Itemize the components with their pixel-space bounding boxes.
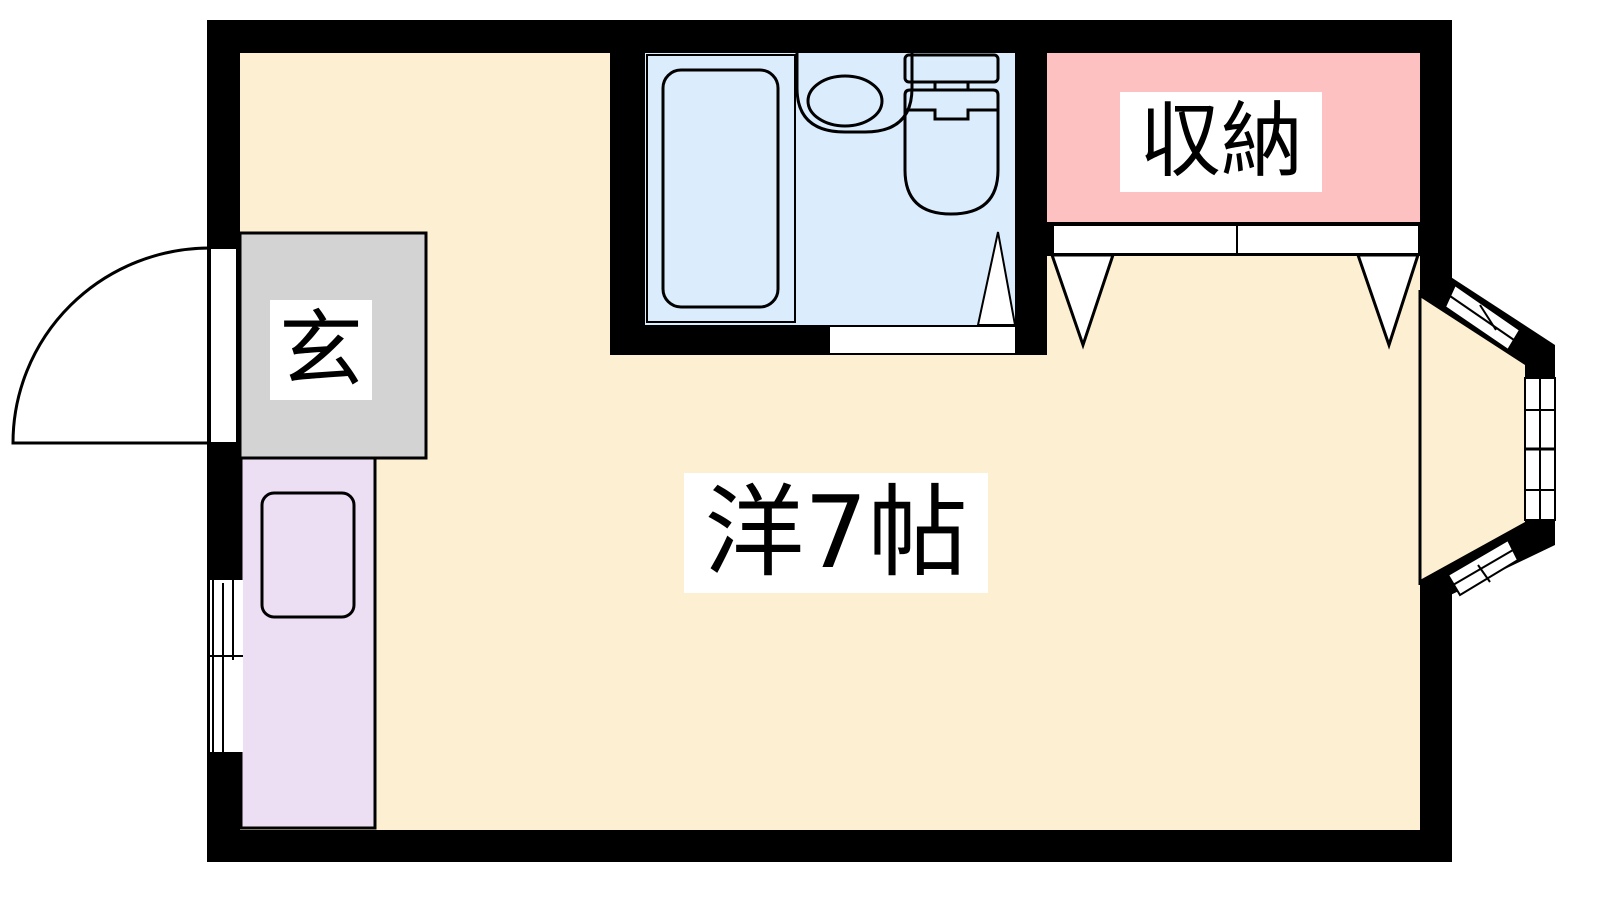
bathtub-inner (661, 68, 780, 309)
kitchen (239, 456, 377, 830)
washbasin-bowl (806, 74, 884, 128)
closet-label: 収納 (1120, 92, 1322, 192)
washbasin (795, 53, 914, 134)
entrance-door (11, 246, 238, 445)
bathroom (610, 53, 1047, 355)
entrance-label: 玄 (270, 300, 372, 400)
kitchen-sink (260, 491, 356, 619)
toilet-tank (903, 53, 1000, 84)
toilet-bowl (903, 88, 1000, 216)
bathroom-door (976, 231, 1017, 326)
closet (1047, 53, 1421, 350)
kitchen-window (210, 580, 243, 752)
closet-door-right (1355, 253, 1421, 350)
closet-door-left (1049, 253, 1116, 350)
western-room-label: 洋7帖 (684, 473, 988, 593)
bay-window (1418, 270, 1556, 600)
bathtub (646, 54, 796, 323)
